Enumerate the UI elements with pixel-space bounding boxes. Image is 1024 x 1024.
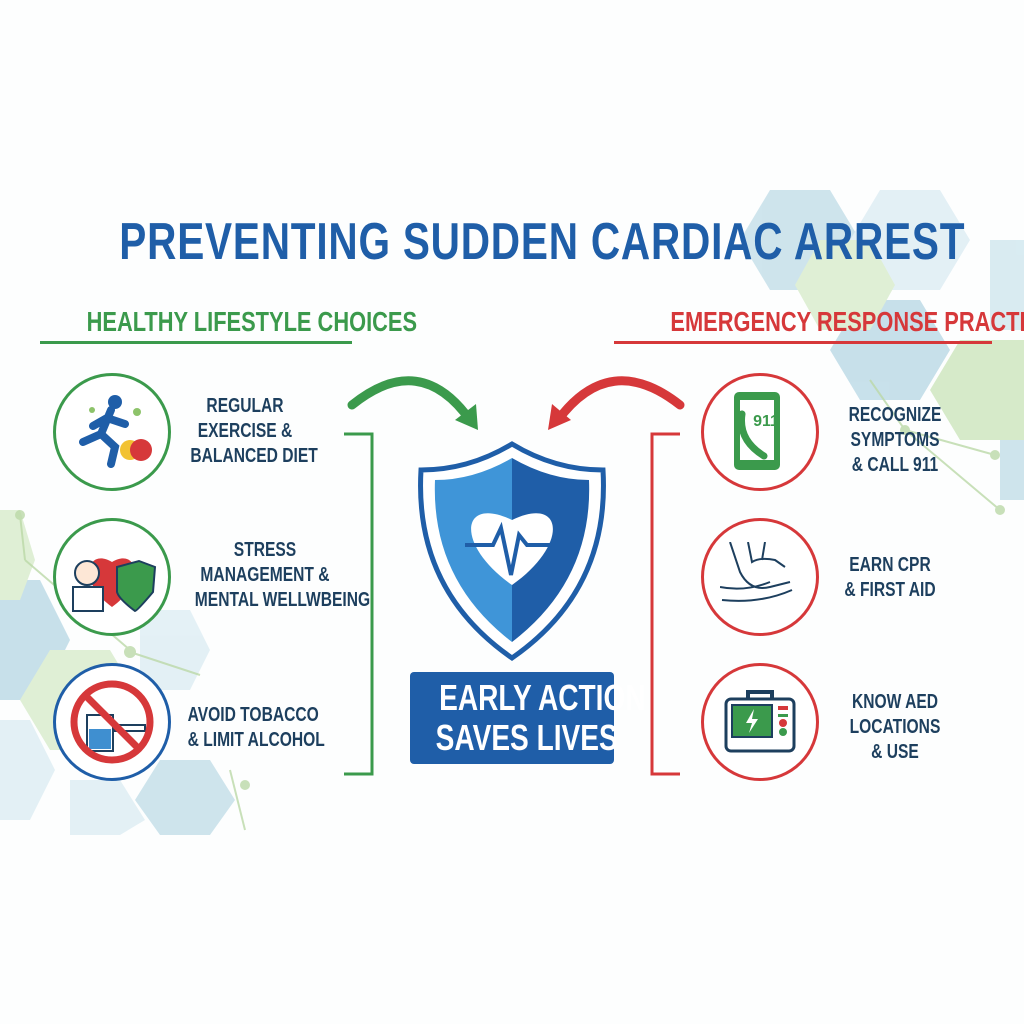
phone-911-icon: 911 bbox=[701, 373, 819, 491]
right-bracket bbox=[650, 432, 680, 776]
left-section-heading: HEALTHY LIFESTYLE CHOICES bbox=[40, 306, 417, 344]
red-arrow-icon bbox=[548, 376, 685, 430]
cpr-hands-icon bbox=[701, 518, 819, 636]
shield-heart-ecg-icon bbox=[418, 441, 606, 662]
right-heading-underline bbox=[614, 341, 992, 344]
green-arrow-icon bbox=[347, 376, 478, 430]
left-item-3-label: AVOID TOBACCO& LIMIT ALCOHOL bbox=[187, 704, 325, 751]
early-action-banner: EARLY ACTION SAVES LIVES bbox=[410, 672, 646, 764]
no-smoking-alcohol-icon bbox=[53, 663, 171, 781]
right-item-2-label: EARN CPR& FIRST AID bbox=[844, 554, 936, 601]
left-heading-underline bbox=[40, 341, 352, 344]
page-title: PREVENTING SUDDEN CARDIAC ARREST bbox=[119, 213, 966, 271]
right-section-heading: EMERGENCY RESPONSE PRACTICES bbox=[614, 306, 1024, 344]
runner-fruit-icon bbox=[53, 373, 171, 491]
left-bracket bbox=[344, 432, 374, 776]
aed-device-icon bbox=[701, 663, 819, 781]
svg-text:911: 911 bbox=[753, 413, 779, 430]
person-heart-shield-icon bbox=[53, 518, 171, 636]
